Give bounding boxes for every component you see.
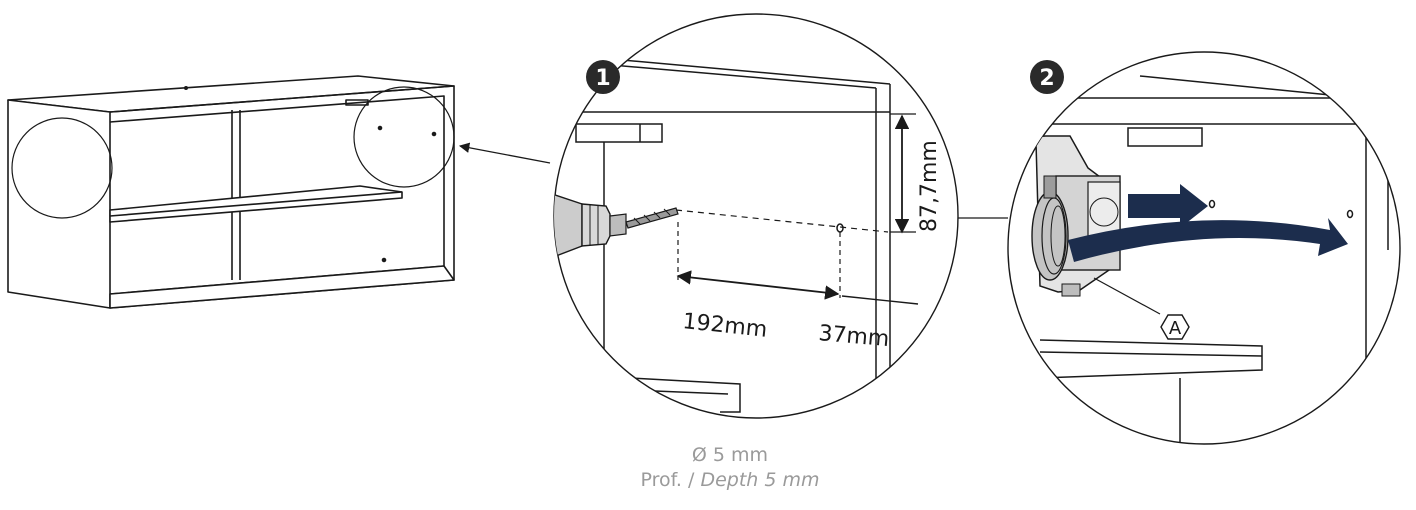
detail-drilling: 192mm 37mm 87,7mm 1 [553, 13, 959, 419]
caption-depth: Prof. / Depth 5 mm [520, 469, 940, 491]
rotate-arrow [1068, 218, 1348, 262]
step-number-2: 2 [1039, 66, 1054, 91]
detail-mounting: A 2 [1007, 51, 1401, 445]
detail-pointer-arrow [458, 142, 551, 164]
drill-icon [554, 193, 679, 257]
step-number-1: 1 [595, 66, 610, 91]
caption-diameter: Ø 5 mm [691, 444, 769, 466]
step-badge-1: 1 [586, 60, 620, 94]
step-badge-2: 2 [1030, 60, 1064, 94]
push-arrow [1128, 184, 1208, 228]
caption-depth-prefix: Prof. / [640, 469, 701, 491]
dimension-edge-offset: 37mm [817, 321, 890, 352]
cabinet-overview [7, 75, 455, 309]
caption-depth-italic: Depth 5 mm [700, 469, 820, 491]
part-label-a: A [1160, 314, 1190, 340]
dimension-height-offset: 87,7mm [917, 140, 942, 232]
part-label-text: A [1169, 318, 1182, 339]
